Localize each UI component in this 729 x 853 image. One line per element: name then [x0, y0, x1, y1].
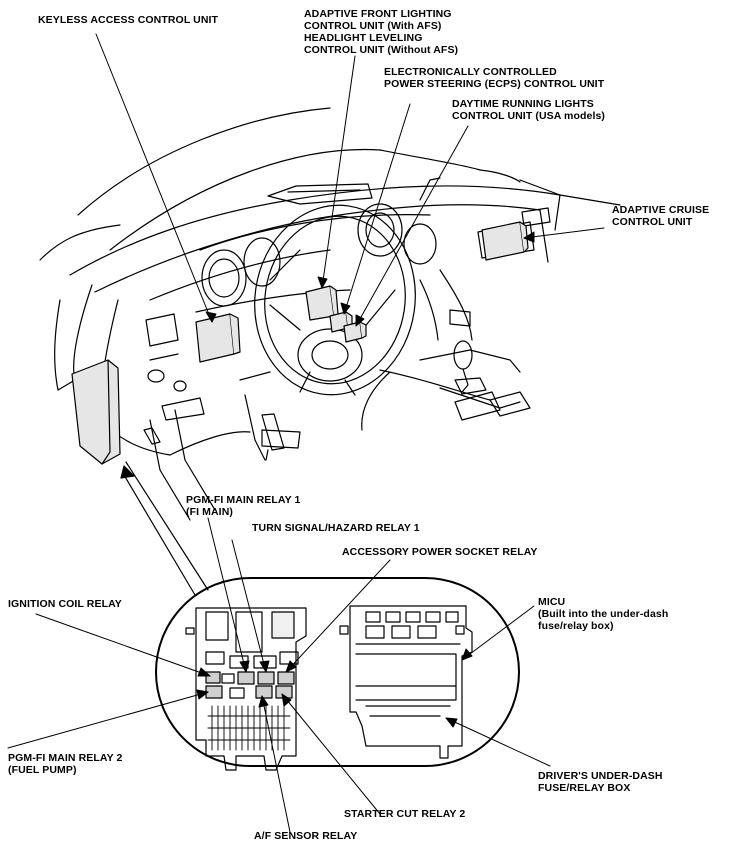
control-units [71, 221, 529, 465]
label-adaptive-cruise-control-unit: ADAPTIVE CRUISE CONTROL UNIT [612, 204, 710, 228]
label-starter-cut-relay-2: STARTER CUT RELAY 2 [344, 808, 466, 820]
label-keyless-access-control-unit: KEYLESS ACCESS CONTROL UNIT [38, 14, 219, 26]
fuse-relay-box-front [185, 607, 307, 771]
label-ecps-control-unit: ELECTRONICALLY CONTROLLED POWER STEERING… [384, 66, 605, 90]
steering-wheel [254, 204, 416, 396]
dashboard-outline [39, 107, 621, 521]
pedals [143, 413, 285, 461]
inset-oval [155, 577, 520, 767]
instrument-cluster [195, 203, 437, 313]
label-turn-signal-hazard-relay-1: TURN SIGNAL/HAZARD RELAY 1 [252, 522, 420, 534]
label-daytime-running-lights-control-unit: DAYTIME RUNNING LIGHTS CONTROL UNIT (USA… [452, 98, 606, 122]
label-pgm-fi-main-relay-1: PGM-FI MAIN RELAY 1 (FI MAIN) [186, 494, 301, 518]
label-drivers-under-dash-fuse-relay-box: DRIVER'S UNDER-DASH FUSE/RELAY BOX [538, 770, 663, 794]
leader-lines [7, 33, 605, 833]
label-af-sensor-relay: A/F SENSOR RELAY [254, 830, 358, 842]
label-adaptive-front-lighting-control-unit: ADAPTIVE FRONT LIGHTING CONTROL UNIT (Wi… [304, 8, 459, 56]
fuse-relay-box-rear [339, 605, 473, 759]
inset-to-fuse-box-arrow [120, 461, 209, 596]
label-accessory-power-socket-relay: ACCESSORY POWER SOCKET RELAY [342, 546, 538, 558]
label-micu: MICU (Built into the under-dash fuse/rel… [538, 596, 669, 632]
label-ignition-coil-relay: IGNITION COIL RELAY [8, 598, 122, 610]
label-pgm-fi-main-relay-2: PGM-FI MAIN RELAY 2 (FUEL PUMP) [8, 752, 123, 776]
